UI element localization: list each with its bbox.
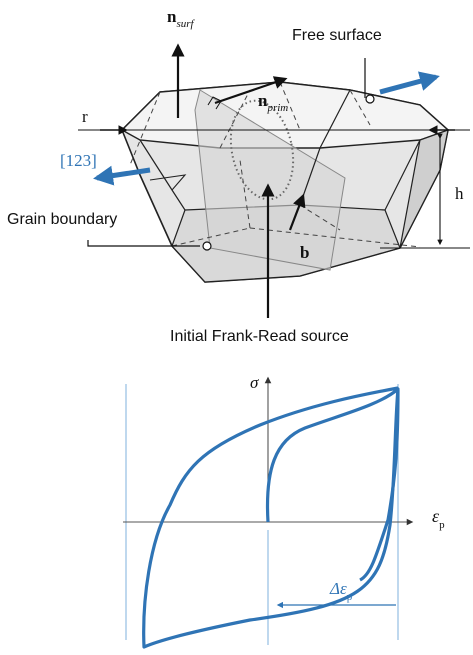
n-surf-label: nsurf [167, 7, 196, 30]
n-prim-arrow [214, 76, 288, 105]
grain-edges-4 [149, 174, 187, 191]
h-label: h [455, 184, 464, 203]
hysteresis-loop-inner [359, 389, 400, 582]
b-label: b [300, 243, 309, 262]
b-arrow [288, 193, 306, 231]
grain-edges-2 [299, 89, 351, 206]
right-angle-symbol [207, 96, 222, 110]
grain-boundary-label: Grain boundary [7, 211, 117, 228]
slip-plane [194, 89, 346, 271]
direction-arrow-right [379, 71, 440, 95]
direction-123-label: [123] [60, 151, 97, 170]
dislocation-loop [229, 99, 295, 201]
grain-boundary-leader [87, 240, 200, 247]
grain-figure: nsurf nprim Free surface r [123] h Grain… [7, 7, 470, 345]
grain-top-face [120, 81, 450, 149]
epsilon-p-label: εp [432, 506, 445, 531]
r-label: r [82, 107, 88, 126]
hysteresis-figure: σ εp Δεp [123, 373, 445, 649]
direction-arrow-left [93, 165, 151, 186]
grain-boundary-marker [202, 241, 212, 251]
free-surface-label: Free surface [292, 27, 382, 44]
hidden-edges [129, 81, 421, 248]
sigma-label: σ [250, 373, 259, 392]
grain-edges-3 [384, 139, 421, 211]
hysteresis-loop-outer [142, 386, 400, 649]
delta-eps-label: Δεp [329, 579, 353, 603]
n-prim-label: nprim [258, 91, 288, 114]
frank-read-label: Initial Frank-Read source [170, 328, 349, 345]
free-surface-marker [365, 94, 375, 104]
